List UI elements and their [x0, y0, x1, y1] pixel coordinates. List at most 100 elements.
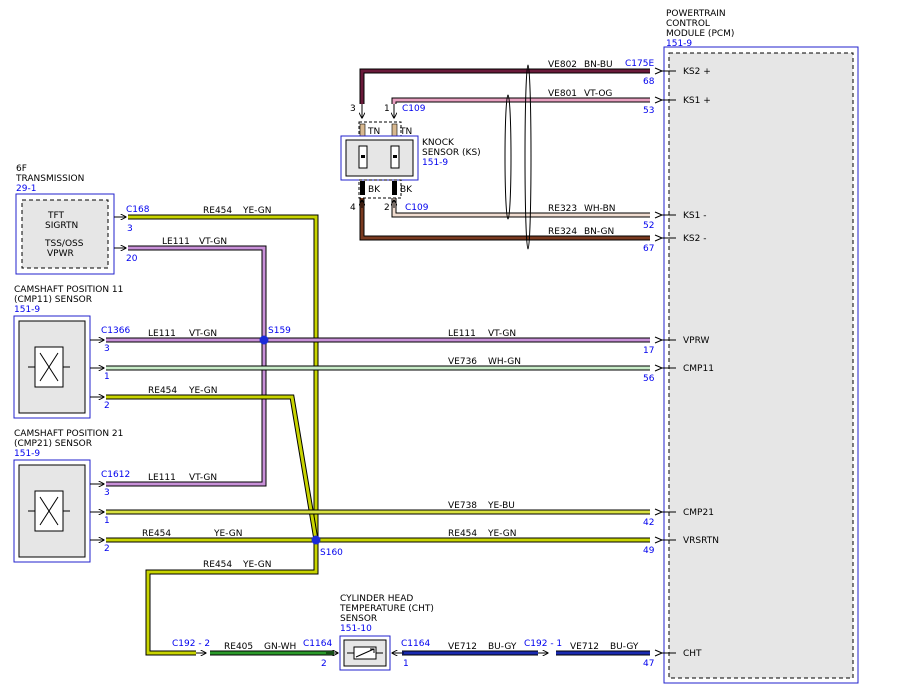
cht-conn-right: C1164	[401, 639, 430, 649]
pcm-pin-number: 42	[643, 518, 654, 528]
c192-right: C192 - 1	[524, 639, 562, 649]
cmp21-sensor: CAMSHAFT POSITION 21 (CMP21) SENSOR 151-…	[13, 429, 130, 563]
label-re324-color: BN-GN	[584, 227, 614, 237]
knock-tn-right: TN	[399, 127, 412, 137]
splice-s160: S160	[311, 535, 343, 558]
label-le111-vpwr-circuit: LE111	[162, 237, 190, 247]
cht-title-2: TEMPERATURE (CHT)	[339, 604, 434, 614]
cmp11-pin-1: 1	[104, 372, 110, 382]
wire-ve802	[359, 68, 650, 104]
cmp11-ref: 151-9	[14, 305, 40, 315]
pcm-pin-arrow	[654, 508, 663, 516]
cmp11-pin-3: 3	[104, 344, 110, 354]
pcm-ref: 151-9	[666, 39, 692, 49]
pcm-pin-label: CMP21	[683, 508, 714, 518]
knock-sensor: 3 1 C109 TN TN BK BK 4 2 C109 KNOCK SENS…	[340, 104, 481, 213]
pcm-pin-label: VPRW	[683, 336, 709, 346]
cmp21-pin-2: 2	[104, 544, 110, 554]
knock-pin-3: 3	[350, 104, 356, 114]
pcm-pin-number: 68	[643, 77, 655, 87]
pcm-pin-label: KS2 +	[683, 67, 711, 77]
wire-ve801	[391, 97, 650, 104]
wire-re454-tft	[128, 214, 319, 540]
cmp21-connector: C1612	[101, 470, 130, 480]
pcm-title-3: MODULE (PCM)	[666, 29, 734, 39]
label-re405-circuit: RE405	[224, 642, 253, 652]
trans-title-2: TRANSMISSION	[15, 174, 84, 184]
pcm-pin-arrow	[654, 536, 663, 544]
cmp11-sensor: CAMSHAFT POSITION 11 (CMP11) SENSOR 151-…	[13, 285, 130, 419]
trans-title-1: 6F	[16, 164, 27, 174]
cmp21-title-1: CAMSHAFT POSITION 21	[14, 429, 123, 439]
pcm-pin-label: VRSRTN	[683, 536, 719, 546]
pcm-pin-number: 47	[643, 659, 654, 669]
pcm-pin-number: 17	[643, 346, 654, 356]
label-re405-color: GN-WH	[264, 642, 296, 652]
c192-left: C192 - 2	[172, 639, 210, 649]
cht-ref: 151-10	[340, 624, 372, 634]
knock-conn-top: C109	[402, 104, 426, 114]
label-re454-down-color: YE-GN	[242, 560, 271, 570]
pcm-pin-number: 53	[643, 106, 654, 116]
label-re323-color: WH-BN	[584, 204, 616, 214]
pcm-pin-number: 56	[643, 374, 655, 384]
pcm-pin-arrow	[654, 96, 663, 104]
pcm-pin-arrow	[654, 67, 663, 75]
label-ve712a-color: BU-GY	[488, 642, 517, 652]
pcm-pin-arrow	[654, 234, 663, 242]
knock-conn-bot: C109	[405, 203, 429, 213]
label-ve736-color: WH-GN	[488, 357, 521, 367]
trans-inner-tssoss: TSS/OSS	[44, 239, 84, 249]
label-re454-cmp21-circuit: RE454	[142, 529, 171, 539]
wire-labels: VE802 BN-BU VE801 VT-OG RE323 WH-BN RE32…	[142, 60, 639, 652]
cmp21-ref: 151-9	[14, 449, 40, 459]
trans-inner-sigrtn: SIGRTN	[45, 221, 78, 231]
knock-ref: 151-9	[422, 158, 448, 168]
label-re454-pcm-circuit: RE454	[448, 529, 477, 539]
pcm-pin-label: CHT	[683, 649, 702, 659]
pcm-title-1: POWERTRAIN	[666, 9, 726, 19]
label-re323-circuit: RE323	[548, 204, 577, 214]
splice-s159: S159	[259, 326, 291, 345]
transmission-module: 6F TRANSMISSION 29-1 TFT SIGRTN TSS/OSS …	[15, 164, 150, 275]
pcm-pin-arrow	[654, 649, 663, 657]
pcm-title-2: CONTROL	[666, 19, 710, 29]
cht-title-1: CYLINDER HEAD	[340, 594, 413, 604]
label-ve712b-circuit: VE712	[570, 642, 599, 652]
knock-title-2: SENSOR (KS)	[422, 148, 481, 158]
pcm-pin-arrow	[654, 336, 663, 344]
cht-conn-left: C1164	[303, 639, 332, 649]
pcm-pin-label: CMP11	[683, 364, 714, 374]
label-ve801-color: VT-OG	[584, 89, 612, 99]
cmp11-connector: C1366	[101, 326, 130, 336]
label-le111-cmp21-color: VT-GN	[189, 473, 217, 483]
pcm-module: POWERTRAIN CONTROL MODULE (PCM) 151-9	[663, 9, 859, 684]
label-le111-pcm-circuit: LE111	[448, 329, 476, 339]
svg-text:S160: S160	[320, 548, 343, 558]
pcm-pin-label: KS1 -	[683, 211, 706, 221]
svg-text:S159: S159	[268, 326, 291, 336]
label-ve712a-circuit: VE712	[448, 642, 477, 652]
label-re454-tft-circuit: RE454	[203, 206, 232, 216]
trans-inner-vpwr: VPWR	[47, 249, 74, 259]
trans-pin-20: 20	[126, 254, 138, 264]
label-ve802-circuit: VE802	[548, 60, 577, 70]
knock-pin-2: 2	[384, 203, 390, 213]
wire-re454-down	[145, 540, 319, 656]
cht-pin-2: 2	[321, 659, 327, 669]
label-re454-tft-color: YE-GN	[242, 206, 271, 216]
pcm-pin-label: KS2 -	[683, 234, 706, 244]
pcm-pin-label: KS1 +	[683, 96, 711, 106]
cht-title-3: SENSOR	[340, 614, 377, 624]
knock-pin-4: 4	[350, 203, 356, 213]
cmp21-pin-1: 1	[104, 516, 110, 526]
knock-bk-right: BK	[400, 185, 413, 195]
trans-ref: 29-1	[16, 184, 36, 194]
cmp11-title-1: CAMSHAFT POSITION 11	[14, 285, 123, 295]
pcm-pin-arrow	[654, 364, 663, 372]
pcm-pin-number: 67	[643, 244, 654, 254]
cmp11-pin-2: 2	[104, 401, 110, 411]
label-le111-pcm-color: VT-GN	[488, 329, 516, 339]
twisted-pair-symbol	[504, 64, 532, 250]
